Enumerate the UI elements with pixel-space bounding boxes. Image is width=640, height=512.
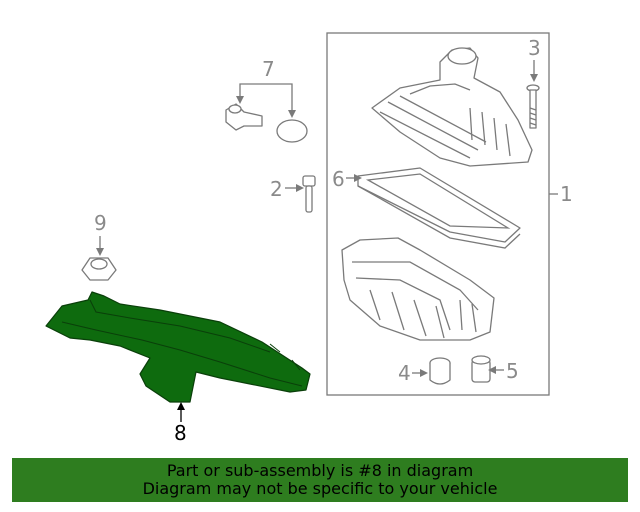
callout-4[interactable]: 4 — [398, 361, 411, 385]
callout-1[interactable]: 1 — [560, 182, 573, 206]
callout-5[interactable]: 5 — [506, 359, 519, 383]
air-box-cover — [371, 47, 533, 167]
callout-6[interactable]: 6 — [332, 167, 345, 191]
callout-2[interactable]: 2 — [270, 177, 283, 201]
callout-8[interactable]: 8 — [174, 421, 187, 445]
bolt-part-2 — [302, 175, 316, 213]
banner-line-1: Part or sub-assembly is #8 in diagram — [166, 461, 474, 480]
grommet-part-4 — [429, 357, 451, 385]
air-filter-part-6 — [357, 167, 521, 249]
air-box-housing — [341, 237, 495, 341]
nut-part-9 — [81, 257, 117, 281]
insulator-part-5 — [471, 355, 491, 383]
bolt-part-3 — [526, 84, 540, 129]
part-notice-banner: Part or sub-assembly is #8 in diagram Di… — [12, 458, 628, 502]
callout-7[interactable]: 7 — [262, 57, 275, 81]
parts-diagram: 1 3 6 4 5 — [45, 32, 573, 445]
o-ring-part-7 — [276, 119, 308, 143]
banner-line-2: Diagram may not be specific to your vehi… — [142, 479, 498, 498]
air-duct-part-8[interactable] — [45, 291, 311, 403]
callout-9[interactable]: 9 — [94, 211, 107, 235]
callout-3[interactable]: 3 — [528, 36, 541, 60]
sensor-part-7 — [225, 103, 263, 131]
assembly-frame — [326, 32, 550, 396]
